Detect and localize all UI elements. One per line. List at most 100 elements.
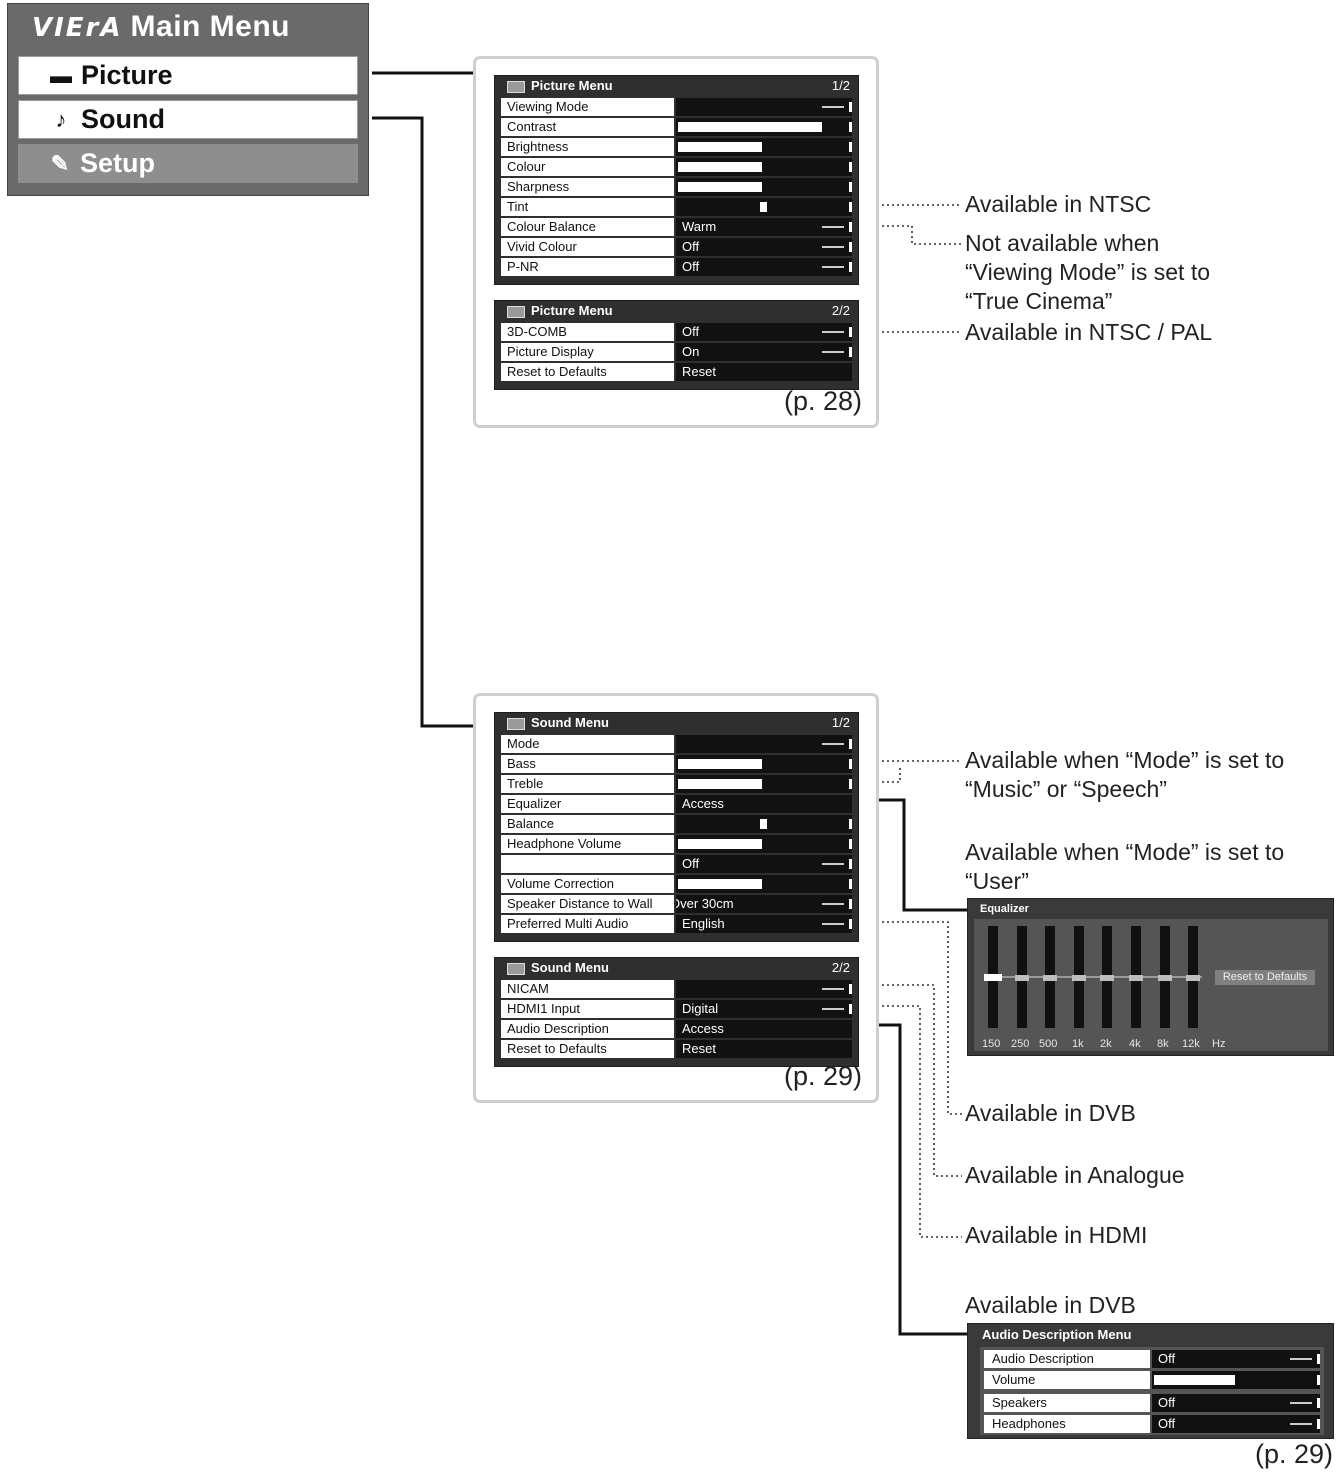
- speaker-distance-value: Over 30cm: [676, 895, 852, 913]
- menu-row-surround[interactable]: Off: [501, 855, 852, 873]
- eq-band-250[interactable]: [1015, 926, 1029, 1028]
- equalizer-reset-button[interactable]: Reset to Defaults: [1215, 970, 1315, 985]
- ad-volume-slider[interactable]: [1152, 1371, 1320, 1389]
- preferred-multi-audio-value: English: [676, 915, 852, 933]
- page-reference: (p. 29): [1254, 1439, 1333, 1469]
- colour-balance-value: Warm: [676, 218, 852, 236]
- setup-icon: ✎: [50, 150, 70, 176]
- menu-row-mode[interactable]: Mode: [501, 735, 852, 753]
- ad-headphones-value: Off: [1152, 1415, 1320, 1433]
- music-note-icon: [507, 962, 525, 975]
- main-menu-item-sound[interactable]: ♪Sound: [18, 100, 358, 139]
- menu-row-hdmi1-input[interactable]: HDMI1 Input Digital: [501, 1000, 852, 1018]
- menu-row-treble[interactable]: Treble: [501, 775, 852, 793]
- menu-row-contrast[interactable]: Contrast: [501, 118, 852, 136]
- menu-row-p-nr[interactable]: P-NR Off: [501, 258, 852, 276]
- balance-slider[interactable]: [676, 815, 852, 833]
- hdmi1-input-value: Digital: [676, 1000, 852, 1018]
- eq-band-12k[interactable]: [1186, 926, 1200, 1028]
- eq-band-2k[interactable]: [1100, 926, 1114, 1028]
- ad-row-headphones[interactable]: Headphones Off: [984, 1415, 1320, 1433]
- note-dvb: Available in DVB: [965, 1100, 1136, 1126]
- page-reference: (p. 29): [783, 1061, 862, 1091]
- nicam-value: [676, 980, 852, 998]
- ad-row-volume[interactable]: Volume: [984, 1371, 1320, 1389]
- menu-row-colour-balance[interactable]: Colour Balance Warm: [501, 218, 852, 236]
- volume-correction-slider[interactable]: [676, 875, 852, 893]
- eq-freq-label: 1k: [1072, 1038, 1084, 1050]
- menu-row-speaker-distance[interactable]: Speaker Distance to Wall Over 30cm: [501, 895, 852, 913]
- eq-freq-unit: Hz: [1212, 1038, 1226, 1050]
- menu-row-equalizer[interactable]: Equalizer Access: [501, 795, 852, 813]
- menu-row-brightness[interactable]: Brightness: [501, 138, 852, 156]
- picture-icon: ▬: [50, 62, 72, 88]
- eq-freq-label: 4k: [1129, 1038, 1141, 1050]
- menu-row-preferred-multi-audio[interactable]: Preferred Multi Audio English: [501, 915, 852, 933]
- audio-description-menu-body: Audio Description Off Volume Speakers Of…: [980, 1347, 1324, 1435]
- menu-row-bass[interactable]: Bass: [501, 755, 852, 773]
- tint-slider[interactable]: [676, 198, 852, 216]
- picture-display-value: On: [676, 343, 852, 361]
- menu-row-audio-description[interactable]: Audio Description Access: [501, 1020, 852, 1038]
- menu-row-volume-correction[interactable]: Volume Correction: [501, 875, 852, 893]
- ad-audio-description-value: Off: [1152, 1350, 1320, 1368]
- viewing-mode-value: [676, 98, 852, 116]
- sharpness-slider[interactable]: [676, 178, 852, 196]
- contrast-slider[interactable]: [676, 118, 852, 136]
- music-note-icon: ♪: [55, 106, 67, 132]
- 3d-comb-value: Off: [676, 323, 852, 341]
- eq-band-500[interactable]: [1043, 926, 1057, 1028]
- note-hdmi: Available in HDMI: [965, 1222, 1148, 1248]
- eq-band-8k[interactable]: [1158, 926, 1172, 1028]
- menu-row-viewing-mode[interactable]: Viewing Mode: [501, 98, 852, 116]
- menu-row-3d-comb[interactable]: 3D-COMB Off: [501, 323, 852, 341]
- menu-row-colour[interactable]: Colour: [501, 158, 852, 176]
- headphone-volume-slider[interactable]: [676, 835, 852, 853]
- menu-row-sound-reset-to-defaults[interactable]: Reset to Defaults Reset: [501, 1040, 852, 1058]
- reset-button[interactable]: Reset: [676, 363, 852, 381]
- note-analogue: Available in Analogue: [965, 1162, 1185, 1188]
- menu-row-sharpness[interactable]: Sharpness: [501, 178, 852, 196]
- menu-row-balance[interactable]: Balance: [501, 815, 852, 833]
- mode-value: [676, 735, 852, 753]
- sound-reset-button[interactable]: Reset: [676, 1040, 852, 1058]
- menu-row-picture-display[interactable]: Picture Display On: [501, 343, 852, 361]
- audio-description-access-button[interactable]: Access: [676, 1020, 852, 1038]
- note-music-speech: Available when “Mode” is set to “Music” …: [965, 747, 1285, 802]
- main-menu-item-setup[interactable]: ✎Setup: [18, 144, 358, 183]
- brightness-slider[interactable]: [676, 138, 852, 156]
- equalizer-access-button[interactable]: Access: [676, 795, 852, 813]
- picture-icon: [507, 80, 525, 93]
- menu-row-tint[interactable]: Tint: [501, 198, 852, 216]
- menu-row-vivid-colour[interactable]: Vivid Colour Off: [501, 238, 852, 256]
- bass-slider[interactable]: [676, 755, 852, 773]
- page-reference: (p. 28): [783, 386, 862, 416]
- eq-freq-label: 150: [982, 1038, 1001, 1050]
- menu-row-reset-to-defaults[interactable]: Reset to Defaults Reset: [501, 363, 852, 381]
- equalizer-title: Equalizer: [980, 903, 1029, 915]
- ad-speakers-value: Off: [1152, 1394, 1320, 1412]
- menu-row-nicam[interactable]: NICAM: [501, 980, 852, 998]
- colour-slider[interactable]: [676, 158, 852, 176]
- ad-row-speakers[interactable]: Speakers Off: [984, 1394, 1320, 1412]
- audio-description-menu: Audio Description Menu Audio Description…: [967, 1323, 1334, 1439]
- eq-freq-label: 8k: [1157, 1038, 1169, 1050]
- menu-row-headphone-volume[interactable]: Headphone Volume: [501, 835, 852, 853]
- ad-row-audio-description[interactable]: Audio Description Off: [984, 1350, 1320, 1368]
- eq-band-150[interactable]: [984, 926, 1002, 1028]
- main-menu-item-picture[interactable]: ▬Picture: [18, 56, 358, 95]
- note-true-cinema: Not available when “Viewing Mode” is set…: [965, 230, 1211, 314]
- eq-band-4k[interactable]: [1129, 926, 1143, 1028]
- viera-logo: VIErA: [32, 13, 123, 43]
- treble-slider[interactable]: [676, 775, 852, 793]
- eq-band-1k[interactable]: [1072, 926, 1086, 1028]
